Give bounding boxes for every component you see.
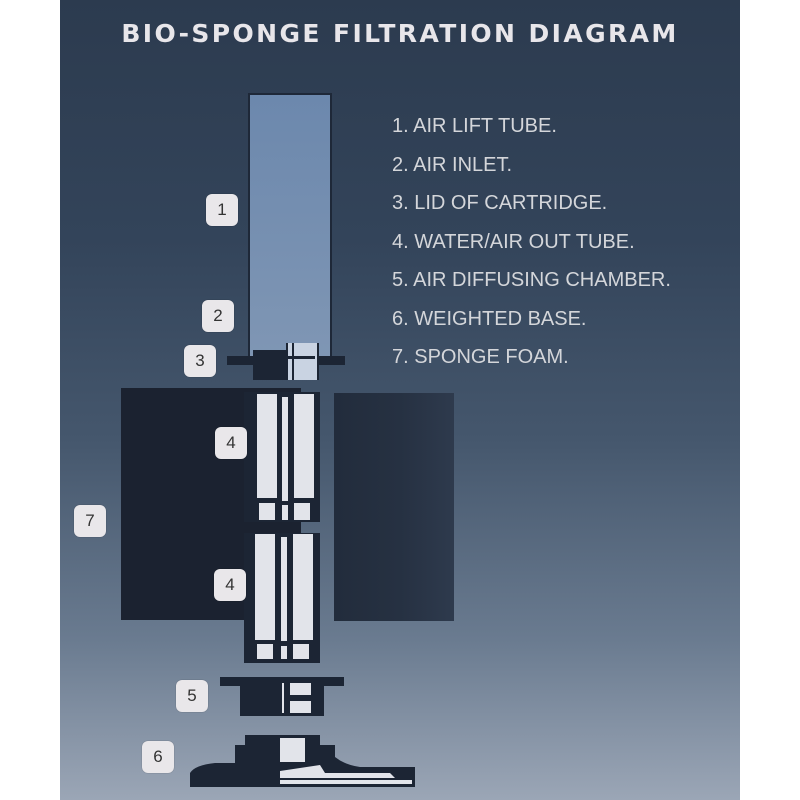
callout-badge-7: 7	[74, 505, 106, 537]
out-tube-upper-foot-center	[282, 505, 288, 520]
sponge-foam-right	[334, 393, 454, 621]
weighted-base	[190, 735, 415, 787]
callout-badge-2: 2	[202, 300, 234, 332]
out-tube-lower-foot-center	[281, 646, 287, 659]
air-inlet-channel	[286, 343, 319, 380]
diagram-panel: BIO-SPONGE FILTRATION DIAGRAM 1. AIR LIF…	[60, 0, 740, 800]
out-tube-upper-center	[282, 397, 288, 501]
legend-item-air-lift-tube: 1. AIR LIFT TUBE.	[392, 115, 557, 137]
callout-badge-5: 5	[176, 680, 208, 712]
air-inlet-split	[292, 343, 294, 380]
out-tube-lower-center	[281, 537, 287, 641]
legend-item-air-inlet: 2. AIR INLET.	[392, 153, 513, 176]
out-tube-lower-right	[293, 534, 313, 640]
callout-badge-4-upper: 4	[215, 427, 247, 459]
out-tube-lower-left	[255, 534, 275, 640]
legend-item-water-air-out-tube: 4. WATER/AIR OUT TUBE.	[392, 230, 635, 253]
out-tube-upper-left	[257, 394, 277, 498]
callout-badge-4-lower: 4	[214, 569, 246, 601]
air-lift-tube	[248, 93, 332, 357]
legend-item-weighted-base: 6. WEIGHTED BASE.	[392, 307, 587, 330]
out-tube-lower-foot-right	[293, 644, 309, 659]
legend-item-lid-of-cartridge: 3. LID OF CARTRIDGE.	[392, 192, 608, 214]
callout-badge-1: 1	[206, 194, 238, 226]
air-inlet-divider	[286, 356, 315, 359]
diagram-title: BIO-SPONGE FILTRATION DIAGRAM	[121, 19, 679, 48]
air-diffusing-port-top	[290, 683, 311, 695]
out-tube-lower-foot-left	[257, 644, 273, 659]
callout-badge-6: 6	[142, 741, 174, 773]
out-tube-upper-foot-left	[259, 503, 275, 520]
air-diffusing-port-bottom	[290, 701, 311, 713]
legend-item-sponge-foam: 7. SPONGE FOAM.	[392, 346, 569, 368]
air-diffusing-slot-vertical	[282, 683, 284, 713]
out-tube-upper-right	[294, 394, 314, 498]
legend-item-air-diffusing-chamber: 5. AIR DIFFUSING CHAMBER.	[392, 269, 671, 291]
out-tube-upper-foot-right	[294, 503, 310, 520]
legend-list: 1. AIR LIFT TUBE. 2. AIR INLET. 3. LID O…	[392, 112, 671, 382]
callout-badge-3: 3	[184, 345, 216, 377]
